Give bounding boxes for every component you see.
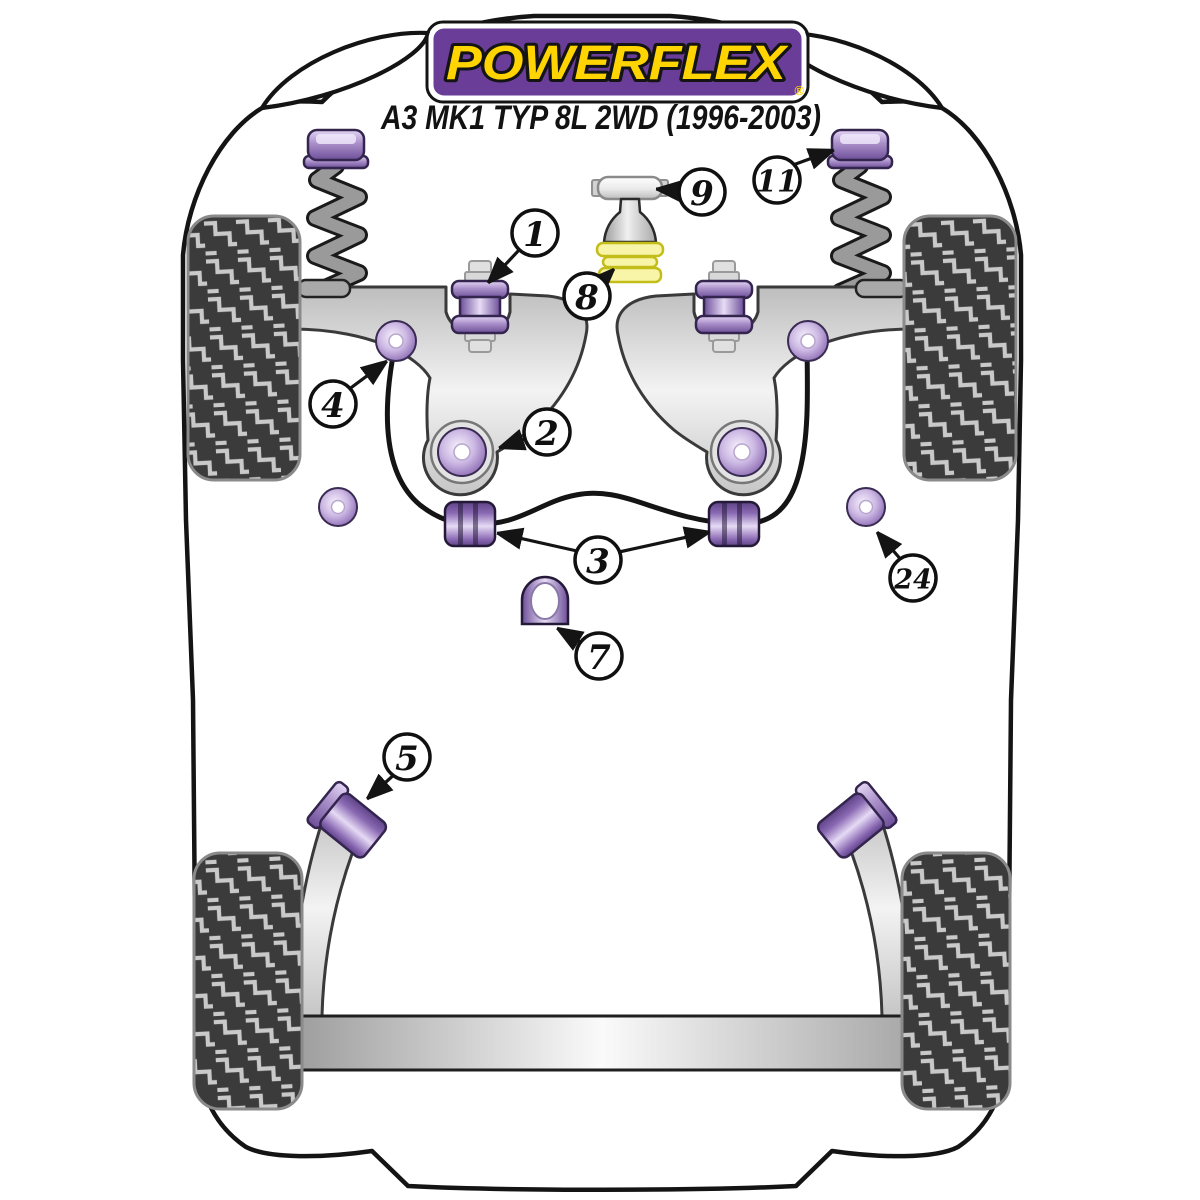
callout-8: 8: [562, 271, 612, 321]
callout-9: 9: [677, 167, 727, 217]
engine-mount-top-bushing: [596, 175, 664, 201]
arrow-to-part-1: [488, 247, 522, 283]
front-left-wheel: [186, 214, 302, 482]
arrow-to-part-3-right: [618, 532, 710, 554]
front-right-wheel: [902, 214, 1018, 482]
front-left-arm-inner-bushing: [375, 320, 417, 362]
registered-trademark-symbol: ®: [794, 83, 804, 98]
powerflex-logo: POWERFLEX ®: [425, 20, 810, 104]
callout-5: 5: [382, 732, 432, 782]
left-headlamp-outline: [259, 30, 431, 111]
rear-right-trailing-arm-bushing: [816, 780, 898, 859]
front-left-control-arm: [290, 285, 589, 497]
arrow-to-part-4: [347, 361, 387, 392]
callout-arrows: [347, 150, 905, 799]
car-body-outline: [180, 13, 1024, 1192]
anti-roll-bar-left-bushing: [443, 500, 497, 548]
engine-mount-washer: [601, 255, 659, 269]
front-left-top-spring-mount: [302, 128, 370, 170]
rear-axle-beam: [244, 1014, 960, 1072]
rear-left-wheel: [192, 851, 304, 1111]
front-right-arm-rear-bushing: [709, 419, 775, 485]
wheels: [186, 214, 1018, 1111]
front-right-arm-inner-bushing: [787, 320, 829, 362]
small-left-bushing: [318, 487, 358, 527]
d-shaped-mount-bushing: [520, 575, 570, 626]
callout-2-label: 2: [534, 414, 559, 454]
engine-mount-washer: [595, 241, 665, 258]
callout-24-label: 24: [893, 565, 932, 596]
callout-1: 1: [510, 208, 560, 258]
brand-logo-text: POWERFLEX: [446, 37, 789, 90]
callout-4-label: 4: [321, 386, 345, 426]
front-left-arm-rear-bushing: [429, 419, 495, 485]
callout-5-label: 5: [395, 739, 419, 779]
arrow-to-part-3-left: [497, 533, 578, 553]
callout-1-label: 1: [523, 215, 547, 255]
callout-9-label: 9: [690, 174, 714, 214]
arrow-to-part-5: [367, 771, 398, 799]
callout-2: 2: [522, 407, 572, 457]
callout-3: 3: [573, 535, 623, 585]
arrow-to-part-9: [656, 189, 679, 191]
front-left-spring: [306, 157, 368, 305]
front-right-top-spring-mount: [826, 128, 894, 170]
arrow-to-part-2: [499, 439, 525, 448]
callouts: 1 2 3 4 5 7 8 9: [308, 155, 938, 782]
front-right-spring: [830, 157, 892, 305]
logo-background: [428, 23, 807, 101]
callout-24: 24: [888, 553, 938, 603]
rear-right-wheel: [900, 851, 1012, 1111]
small-right-bushing: [846, 487, 886, 527]
callout-4: 4: [308, 379, 358, 429]
front-right-spring-seat: [854, 278, 910, 299]
anti-roll-bar: [384, 335, 810, 527]
model-title: A3 MK1 TYP 8L 2WD (1996-2003): [380, 99, 821, 137]
engine-mount-cone: [602, 197, 658, 244]
callout-7-label: 7: [587, 638, 611, 678]
callout-7: 7: [574, 631, 624, 681]
front-right-control-arm: [615, 285, 914, 497]
anti-roll-bar-right-bushing: [707, 500, 761, 548]
front-left-spring-seat: [296, 278, 352, 299]
arrow-to-part-24: [877, 532, 905, 564]
arrow-to-part-11: [792, 150, 834, 165]
callout-11: 11: [752, 155, 802, 205]
callout-11-label: 11: [756, 165, 798, 200]
callout-3-label: 3: [586, 542, 610, 582]
engine-mount: [591, 175, 669, 284]
rear-left-trailing-arm-bushing: [306, 780, 388, 859]
front-right-arm-front-bushing: [694, 260, 754, 353]
callout-8-label: 8: [574, 278, 599, 318]
